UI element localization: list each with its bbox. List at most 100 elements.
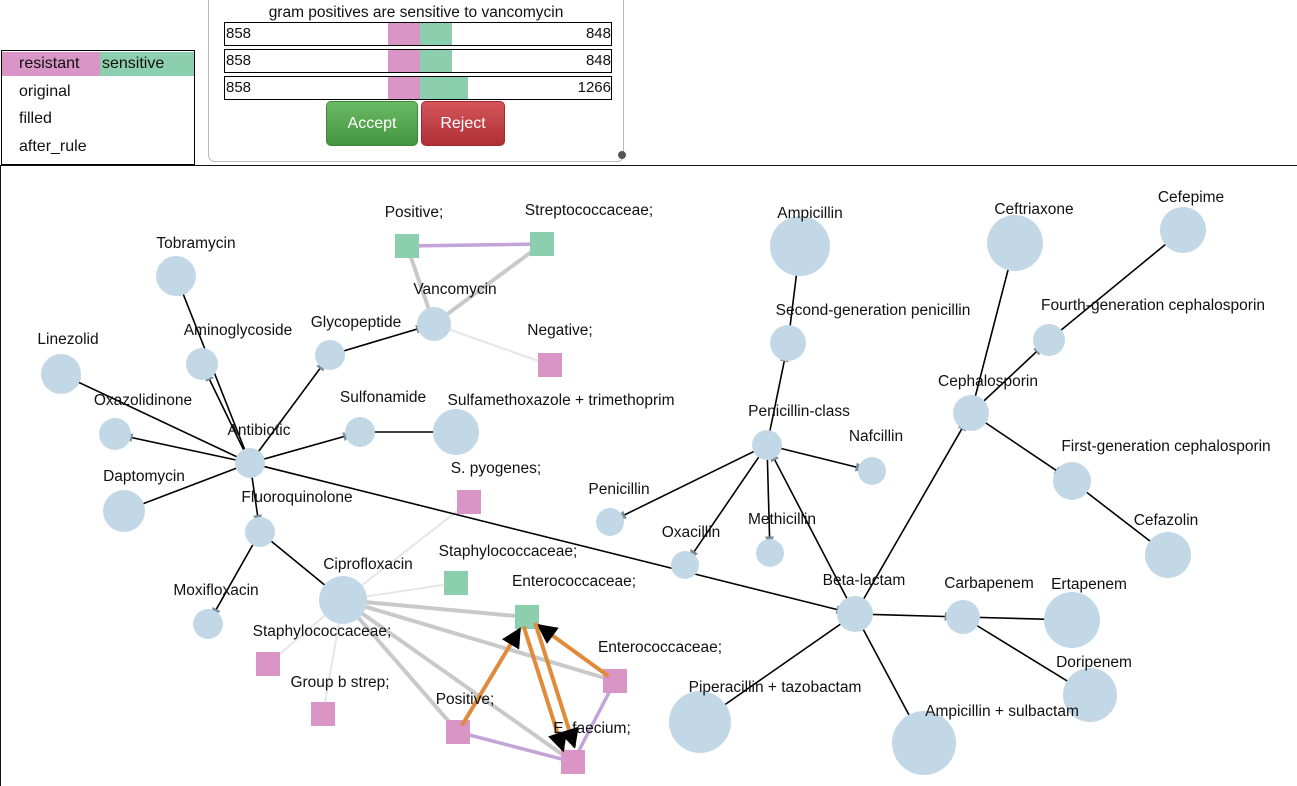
rule-title: gram positives are sensitive to vancomyc… (268, 4, 564, 21)
node-label-cephalosporin: Cephalosporin (938, 373, 1038, 390)
drug-node-ciprofloxacin[interactable] (319, 576, 367, 624)
rule-bar-filled: 858 848 (224, 49, 612, 73)
resistant-count: 858 (226, 25, 252, 42)
rule-edge (533, 622, 579, 749)
bacteria-node-efaecium[interactable] (561, 750, 585, 774)
sensitive-bar (420, 50, 452, 72)
hierarchy-edge (713, 613, 856, 713)
node-label-positive_top: Positive; (385, 204, 444, 221)
reject-button[interactable]: Reject (421, 101, 505, 146)
drug-node-glycopeptide[interactable] (315, 340, 345, 370)
legend-label-after-rule: after_rule (19, 138, 87, 155)
drug-node-cefazolin[interactable] (1145, 532, 1191, 578)
drug-node-fluoroquinolone[interactable] (245, 517, 275, 547)
drug-node-ceftriaxone[interactable] (987, 215, 1043, 271)
node-label-ciprofloxacin: Ciprofloxacin (323, 556, 413, 573)
node-label-entero_pink: Enterococcaceae; (598, 639, 722, 656)
bacteria-node-staph_green[interactable] (444, 571, 468, 595)
drug-node-penicillin[interactable] (596, 508, 624, 536)
node-label-moxifloxacin: Moxifloxacin (173, 582, 258, 599)
node-label-fluoroquinolone: Fluoroquinolone (241, 489, 352, 506)
node-label-firstgen: First-generation cephalosporin (1061, 438, 1270, 455)
node-label-betalactam: Beta-lactam (823, 572, 906, 589)
resistant-count: 858 (226, 79, 252, 96)
bacteria-node-positive_top[interactable] (395, 234, 419, 258)
drug-node-sulfonamide[interactable] (345, 417, 375, 447)
bacteria-node-strep_top[interactable] (530, 232, 554, 256)
drug-node-smx[interactable] (433, 409, 479, 455)
drug-node-penicillinclass[interactable] (752, 430, 782, 460)
drug-node-piptazo[interactable] (669, 691, 731, 753)
drug-node-secondgen[interactable] (770, 325, 806, 361)
hierarchy-edge (766, 444, 866, 472)
sensitive-swatch (100, 52, 194, 76)
node-label-sulfonamide: Sulfonamide (340, 389, 426, 406)
node-label-staph_pink: Staphylococcaceae; (253, 623, 392, 640)
node-label-negative: Negative; (527, 322, 592, 339)
association-link (342, 501, 470, 601)
drug-node-ampsul[interactable] (892, 711, 956, 775)
hierarchy-edge (249, 432, 354, 464)
resistant-label: resistant (19, 55, 80, 72)
node-label-piptazo: Piperacillin + tazobactam (689, 679, 862, 696)
node-label-vancomycin: Vancomycin (413, 281, 496, 298)
drug-node-carbapenem[interactable] (946, 600, 980, 634)
node-label-nafcillin: Nafcillin (849, 428, 903, 445)
drug-node-betalactam[interactable] (837, 596, 873, 632)
drug-node-methicillin[interactable] (756, 539, 784, 567)
legend-label-original: original (19, 83, 71, 100)
association-link (432, 242, 544, 326)
legend-row-after-rule: after_rule (2, 134, 194, 160)
legend-label-filled: filled (19, 110, 52, 127)
node-label-positive_bot: Positive; (436, 691, 495, 708)
legend-row-original: original (2, 79, 194, 105)
accept-button[interactable]: Accept (326, 101, 418, 146)
drug-node-nafcillin[interactable] (858, 457, 886, 485)
drug-node-vancomycin[interactable] (417, 307, 451, 341)
bacteria-node-groupb[interactable] (311, 702, 335, 726)
drug-node-fourthgen[interactable] (1033, 324, 1065, 356)
node-label-oxazolidinone: Oxazolidinone (94, 392, 192, 409)
node-label-ceftriaxone: Ceftriaxone (994, 201, 1073, 218)
resistant-count: 858 (226, 52, 252, 69)
hierarchy-edge (1048, 237, 1175, 341)
bacteria-node-spyogenes[interactable] (457, 490, 481, 514)
bacteria-node-positive_bot[interactable] (446, 720, 470, 744)
sensitive-label: sensitive (102, 55, 165, 72)
node-label-methicillin: Methicillin (748, 511, 816, 528)
hierarchy-edge (770, 451, 856, 615)
resistant-bar (387, 23, 420, 45)
node-label-ampsul: Ampicillin + sulbactam (925, 703, 1079, 720)
hierarchy-edge (962, 616, 1079, 688)
drug-node-ampicillin[interactable] (770, 216, 830, 276)
bacteria-node-staph_pink[interactable] (256, 652, 280, 676)
drug-node-cefepime[interactable] (1160, 207, 1206, 253)
drug-node-doripenem[interactable] (1063, 668, 1117, 722)
hierarchy-edge (133, 462, 251, 508)
hierarchy-edge (211, 531, 261, 618)
node-label-ertapenem: Ertapenem (1051, 576, 1127, 593)
node-label-daptomycin: Daptomycin (103, 468, 185, 485)
hierarchy-edge (179, 285, 251, 464)
bacteria-node-negative[interactable] (538, 353, 562, 377)
drug-node-firstgen[interactable] (1053, 462, 1091, 500)
association-link (342, 598, 616, 683)
node-label-antibiotic: Antibiotic (228, 422, 291, 439)
drug-node-oxacillin[interactable] (671, 551, 699, 579)
drug-node-linezolid[interactable] (41, 354, 81, 394)
drug-node-antibiotic[interactable] (235, 448, 265, 478)
node-label-doripenem: Doripenem (1056, 654, 1132, 671)
node-label-penicillin: Penicillin (588, 481, 649, 498)
drug-node-daptomycin[interactable] (103, 490, 145, 532)
drug-node-ertapenem[interactable] (1044, 592, 1100, 648)
hierarchy-edge (69, 377, 251, 464)
drug-node-tobramycin[interactable] (156, 256, 196, 296)
drug-node-moxifloxacin[interactable] (193, 609, 223, 639)
drug-node-aminoglycoside[interactable] (186, 348, 218, 380)
hierarchy-edge (688, 444, 768, 560)
drug-node-cephalosporin[interactable] (953, 395, 989, 431)
hierarchy-edge (259, 531, 334, 593)
node-label-tobramycin: Tobramycin (156, 235, 235, 252)
drug-node-oxazolidinone[interactable] (99, 418, 131, 450)
hierarchy-edge (122, 433, 251, 464)
